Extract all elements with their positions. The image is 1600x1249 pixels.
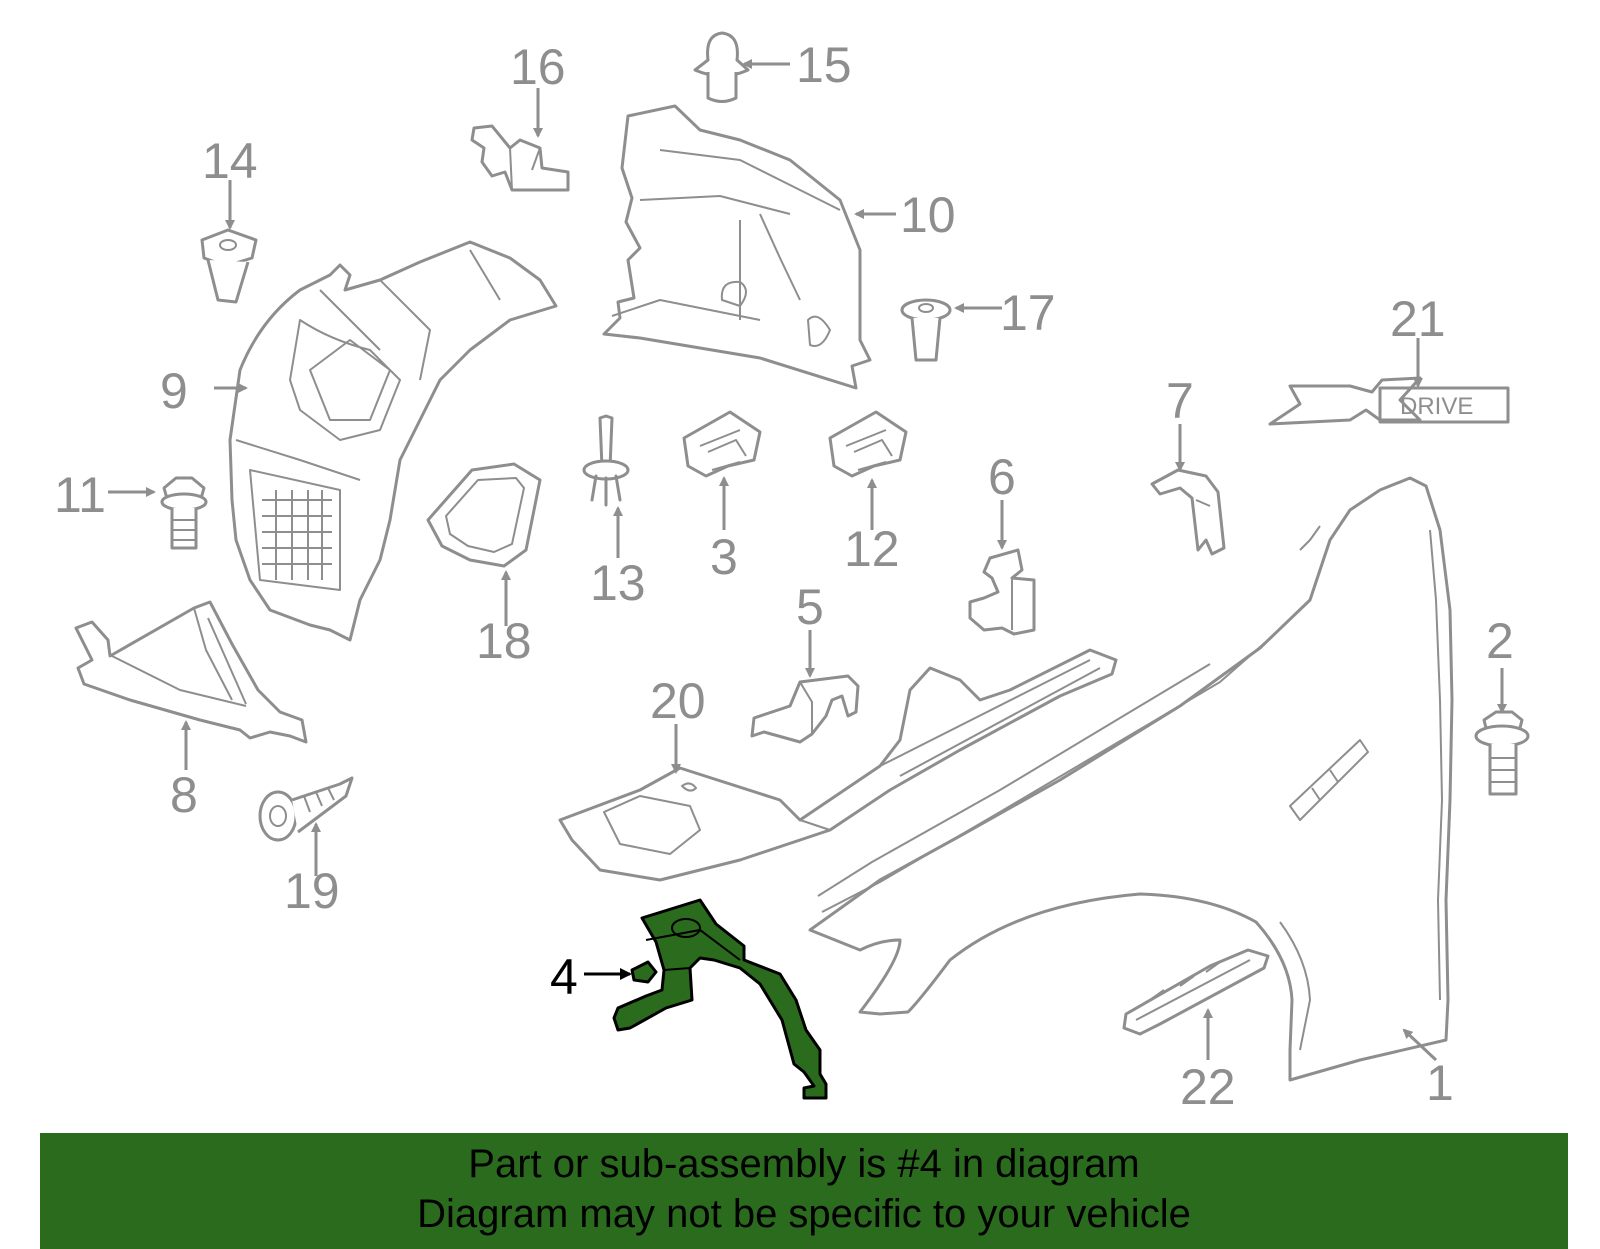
callout-13: 13: [590, 555, 646, 611]
part-17-push-pin: [900, 298, 952, 362]
callout-17: 17: [1000, 285, 1056, 341]
callout-22: 22: [1180, 1059, 1236, 1115]
callout-8: 8: [170, 767, 198, 823]
part-4-highlighted: [612, 898, 828, 1100]
part-3-clip: [682, 410, 762, 478]
callout-14: 14: [202, 133, 258, 189]
callout-2: 2: [1486, 613, 1514, 669]
part-15-rivet: [693, 31, 750, 103]
callout-lines: [108, 59, 1507, 1062]
callout-16: 16: [510, 39, 566, 95]
callout-15: 15: [796, 37, 852, 93]
part-6-bracket: [968, 548, 1036, 636]
callout-21: 21: [1390, 291, 1446, 347]
badge-text: DRIVE: [1400, 393, 1473, 420]
banner-line-2: Diagram may not be specific to your vehi…: [417, 1192, 1191, 1236]
part-13-rivet: [582, 414, 630, 507]
part-9-wheel-liner: [228, 240, 558, 642]
callout-6: 6: [988, 449, 1016, 505]
part-2-bolt: [1474, 710, 1530, 796]
part-1-fender: [808, 476, 1454, 1082]
part-16-bracket: [470, 124, 570, 192]
callout-5: 5: [796, 579, 824, 635]
callout-9: 9: [160, 363, 188, 419]
part-22-side-marker: [1122, 948, 1270, 1036]
callout-20: 20: [650, 673, 706, 729]
callout-3: 3: [710, 529, 738, 585]
callout-labels: 1 2 3 4 5 6 7 8 9 10 11 12 13 14 15 16 1…: [54, 37, 1514, 1115]
part-18-frame: [426, 462, 542, 568]
part-21-badge: DRIVE: [1268, 376, 1510, 426]
part-11-bolt: [160, 476, 208, 550]
banner-line-1: Part or sub-assembly is #4 in diagram: [468, 1142, 1140, 1186]
part-5-bracket: [750, 674, 860, 744]
callout-18: 18: [476, 613, 532, 669]
info-banner: Part or sub-assembly is #4 in diagram Di…: [40, 1133, 1568, 1249]
callout-7: 7: [1166, 373, 1194, 429]
callout-19: 19: [284, 863, 340, 919]
callout-12: 12: [844, 521, 900, 577]
part-7-bracket: [1150, 468, 1226, 556]
part-12-clip: [828, 410, 908, 478]
part-20-sill-panel: [558, 648, 1118, 882]
callout-11: 11: [54, 467, 106, 523]
part-10-inner-panel: [602, 104, 872, 390]
callout-1: 1: [1426, 1055, 1454, 1111]
part-19-screw: [258, 776, 354, 842]
part-14-clip-nut: [200, 228, 258, 304]
part-8-bracket: [74, 600, 308, 744]
callout-10: 10: [900, 187, 956, 243]
callout-4: 4: [550, 949, 578, 1005]
